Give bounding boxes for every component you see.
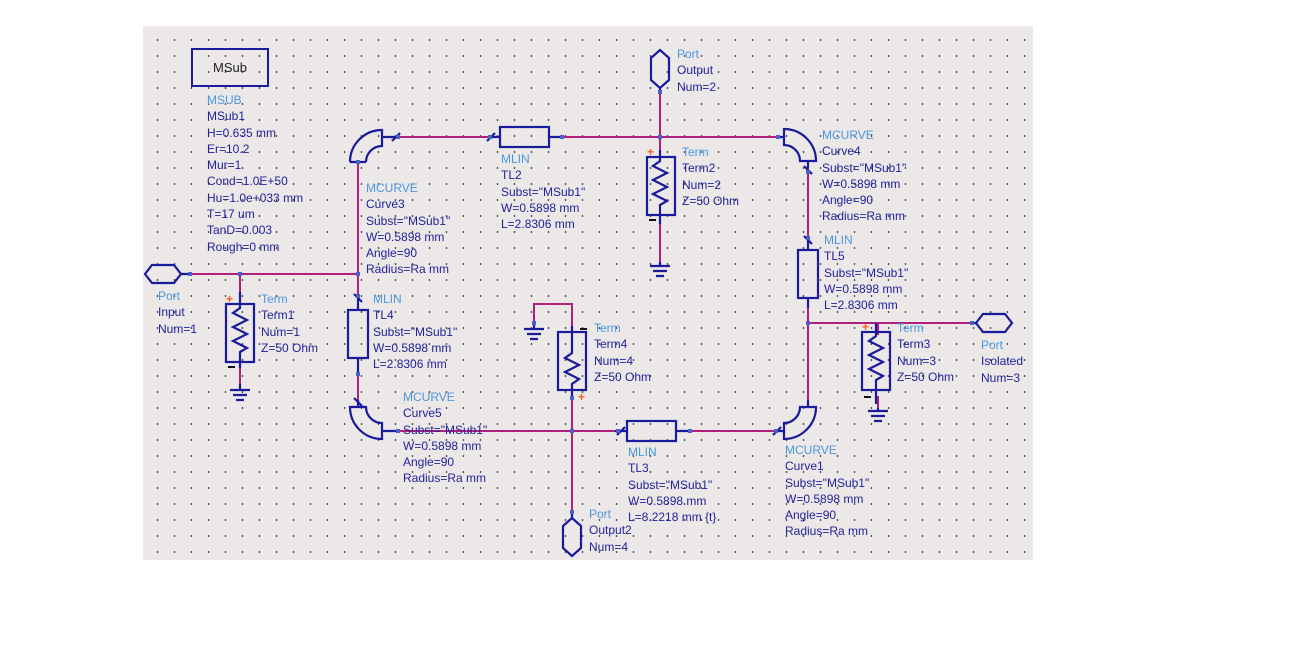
curve1-symbol[interactable] [772,400,818,441]
term3-label[interactable]: Term Term3 Num=3 Z=50 Ohm [897,321,955,384]
schematic-canvas[interactable] [143,26,1033,560]
msub-box-label: MSub [213,60,247,75]
curve1-label[interactable]: MCURVE Curve1 Subst="MSub1" W=0.5898 mm … [785,443,870,539]
port-input-label[interactable]: Port Input Num=1 [158,289,198,336]
tl5-symbol[interactable] [796,248,820,300]
ground-term3-icon [868,408,888,423]
curve5-label[interactable]: MCURVE Curve5 Subst="MSub1" W=0.5898 mm … [403,390,488,486]
term1-minus-marker [228,366,235,368]
term2-plus-marker: + [647,145,655,159]
port-input-icon[interactable] [143,263,190,285]
term3-minus-marker [864,396,871,398]
term2-label[interactable]: Term Term2 Num=2 Z=50 Ohm [682,145,740,208]
port-output2-icon[interactable] [561,512,583,558]
term4-plus-marker: + [578,390,586,404]
tl4-symbol[interactable] [346,308,370,360]
tl4-label[interactable]: MLIN TL4 Subst="MSub1" W=0.5898 mm L=2.8… [373,292,458,372]
curve3-symbol[interactable] [348,128,401,164]
ground-icons [230,262,888,423]
term3-plus-marker: + [862,320,870,334]
port-output-icon[interactable] [649,48,671,92]
port-isolated-label[interactable]: Port Isolated Num=3 [981,338,1024,385]
msub-box[interactable]: MSub [191,48,269,87]
term1-symbol[interactable] [224,292,256,368]
tl5-label[interactable]: MLIN TL5 Subst="MSub1" W=0.5898 mm L=2.8… [824,233,909,313]
wires [190,92,972,512]
tl3-symbol[interactable] [625,419,678,443]
tl2-label[interactable]: MLIN TL2 Subst="MSub1" W=0.5898 mm L=2.8… [501,152,586,232]
term2-symbol[interactable] [645,150,677,224]
ground-term4-icon [524,323,544,341]
pins [188,90,974,514]
msub-label[interactable]: MSUB MSub1 H=0.635 mm Er=10.2 Mur=1 Cond… [207,93,304,254]
term4-minus-marker [580,328,587,330]
port-output2-label[interactable]: Port Output2 Num=4 [589,507,632,554]
port-isolated-icon[interactable] [972,312,1014,334]
term4-label[interactable]: Term Term4 Num=4 Z=50 Ohm [594,321,652,384]
term4-symbol[interactable] [556,326,588,400]
tl3-label[interactable]: MLIN TL3 Subst="MSub1" W=0.5898 mm L=8.2… [628,445,717,525]
ground-term1-icon [230,384,250,402]
curve4-label[interactable]: MCURVE Curve4 Subst="MSub1" W=0.5898 mm … [822,128,907,224]
tl2-symbol[interactable] [498,125,551,149]
ground-term2-icon [650,262,670,278]
curve5-symbol[interactable] [348,397,398,441]
term1-plus-marker: + [226,292,234,306]
wire-term4-gnd[interactable] [533,303,573,326]
term2-minus-marker [649,219,656,221]
term3-symbol[interactable] [860,323,892,404]
curve4-symbol[interactable] [778,127,818,175]
port-output-label[interactable]: Port Output Num=2 [677,47,717,94]
term1-label[interactable]: Term Term1 Num=1 Z=50 Ohm [261,292,319,355]
curve3-label[interactable]: MCURVE Curve3 Subst="MSub1" W=0.5898 mm … [366,181,451,277]
